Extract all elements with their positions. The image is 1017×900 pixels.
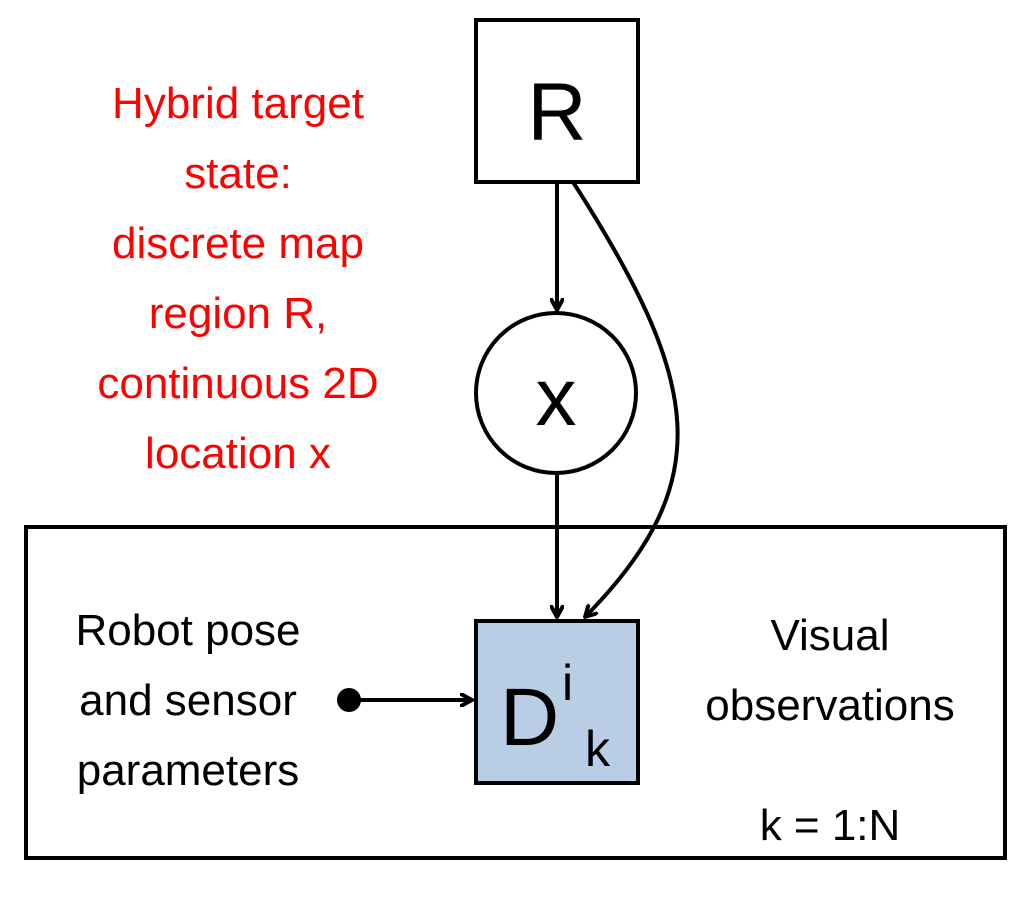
svg-text:and sensor: and sensor [79,676,297,725]
svg-text:parameters: parameters [77,746,300,795]
svg-text:state:: state: [184,149,292,198]
node-d-label: D [500,672,559,763]
node-d-subscript: k [585,721,611,777]
edge-r-to-d [571,180,680,617]
svg-text:observations: observations [705,681,954,730]
node-r-label: R [527,67,586,158]
plate-index-label: k = 1:N [760,801,901,850]
hybrid-state-annotation: Hybrid target state: discrete map region… [97,79,378,478]
node-d [474,619,640,785]
input-dot-icon [337,688,361,712]
svg-text:location x: location x [145,429,331,478]
node-d-superscript: i [562,655,573,711]
visual-observations-label: Visual observations [705,611,954,730]
svg-text:Hybrid target: Hybrid target [112,79,364,128]
svg-text:continuous 2D: continuous 2D [97,359,378,408]
node-x [474,311,638,475]
svg-text:Visual: Visual [770,611,889,660]
svg-text:Robot pose: Robot pose [75,606,300,655]
plate-box [24,525,1007,860]
svg-text:discrete map: discrete map [112,219,364,268]
node-x-label: x [536,352,577,443]
node-r [474,18,640,184]
svg-text:region R,: region R, [149,289,328,338]
robot-pose-label: Robot pose and sensor parameters [75,606,300,795]
